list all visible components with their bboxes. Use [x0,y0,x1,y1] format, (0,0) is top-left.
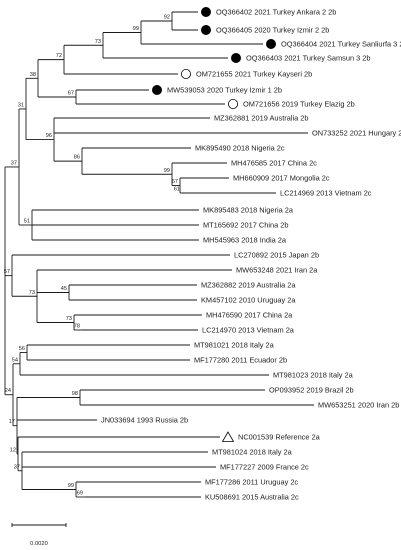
bootstrap-label: 38 [30,72,36,78]
leaf-label: MZ362882 2019 Australia 2a [201,281,296,290]
leaf-label: MT981024 2018 Italy 2a [212,448,293,457]
leaf-label: MK895490 2018 Nigeria 2c [195,144,285,153]
leaf-label: OQ366404 2021 Turkey Sanliurfa 3 2b [281,40,401,49]
bootstrap-label: 78 [74,324,80,330]
leaf-label: JN033694 1993 Russia 2b [101,416,188,425]
leaf-label: MT981021 2018 Italy 2a [194,341,275,350]
leaf-label: OQ366402 2021 Turkey Ankara 2 2b [216,8,336,17]
leaf-label: MH476590 2017 China 2a [206,311,293,320]
bootstrap-labels: 9299737267386167998696315137457873735756… [4,15,180,497]
bootstrap-label: 98 [72,391,78,397]
bootstrap-label: 99 [68,483,74,489]
bootstrap-label: 57 [4,269,10,275]
bootstrap-label: 51 [24,219,30,225]
bootstrap-label: 45 [61,286,67,292]
leaf-label: MK895483 2018 Nigeria 2a [203,206,294,215]
leaf-label: MF177286 2011 Uruguay 2c [205,478,298,487]
filled-circle-marker-icon [230,53,241,64]
bootstrap-label: 99 [133,26,139,32]
leaf-label: KM457102 2010 Uruguay 2a [201,296,296,305]
leaf-label: MT981023 2018 Italy 2a [273,371,354,380]
leaf-label: MH476585 2017 China 2c [231,159,317,168]
leaf-label: MF177227 2009 France 2c [220,463,309,472]
leaf-label: LC214970 2013 Vietnam 2a [202,326,295,335]
bootstrap-label: 72 [56,53,62,59]
leaf-label: MH545963 2018 India 2a [203,236,287,245]
bootstrap-label: 86 [74,155,80,161]
open-triangle-marker-icon [221,431,235,442]
leaf-label: MF177280 2011 Ecuador 2b [194,356,287,365]
leaf-label: MW539053 2020 Turkey Izmir 1 2b [167,86,282,95]
leaf-label: KU508691 2015 Australia 2c [205,493,299,502]
bootstrap-label: 69 [77,491,83,497]
bootstrap-label: 73 [66,316,72,322]
leaf-label: OP093952 2019 Brazil 2b [269,386,354,395]
leaf-label: OM721656 2019 Turkey Elazig 2b [243,100,355,109]
bootstrap-label: 24 [5,388,11,394]
bootstrap-label: 99 [164,168,170,174]
scale-bar-label: 0.0020 [30,541,48,547]
open-circle-marker-icon [227,99,238,110]
leaf-label: LC270892 2015 Japan 2b [234,251,319,260]
scale-bar: 0.0020 [11,523,67,547]
tree-branches [4,11,314,498]
leaf-label: OM721655 2021 Turkey Kayseri 2b [196,70,312,79]
filled-circle-marker-icon [265,39,276,50]
bootstrap-label: 73 [95,39,101,45]
bootstrap-label: 61 [174,187,180,193]
filled-circle-marker-icon [200,24,211,35]
leaf-label: MT165692 2017 China 2b [203,221,288,230]
filled-circle-marker-icon [200,7,211,17]
bootstrap-label: 73 [29,290,35,296]
leaf-label: MZ362881 2019 Australia 2b [214,114,309,123]
bootstrap-label: 67 [172,179,178,185]
bootstrap-label: 67 [68,91,74,97]
bootstrap-label: 31 [18,102,24,108]
bootstrap-label: 54 [12,357,18,363]
leaf-labels: OQ366402 2021 Turkey Ankara 2 2b OQ366405… [101,8,401,502]
bootstrap-label: 37 [14,464,20,470]
leaf-label: MH660909 2017 Mongolia 2c [233,174,330,183]
bootstrap-label: 92 [164,15,170,21]
leaf-markers [151,7,276,442]
bootstrap-label: 12 [10,447,16,453]
leaf-label: OQ366405 2020 Turkey Izmir 2 2b [216,26,329,35]
filled-circle-marker-icon [151,85,162,96]
open-circle-marker-icon [180,69,191,80]
leaf-label: NC001539 Reference 2a [238,433,321,442]
bootstrap-label: 37 [11,160,17,166]
bootstrap-label: 96 [46,133,52,139]
leaf-label: LC214969 2013 Vietnam 2c [280,189,372,198]
bootstrap-label: 56 [19,346,25,352]
bootstrap-label: 17 [9,419,15,425]
leaf-label: MW653248 2021 Iran 2a [236,266,318,275]
leaf-label: MW653251 2020 Iran 2b [318,401,399,410]
leaf-label: OQ366403 2021 Turkey Samsun 3 2b [246,54,371,63]
leaf-label: ON733252 2021 Hungary 2b [312,129,401,138]
